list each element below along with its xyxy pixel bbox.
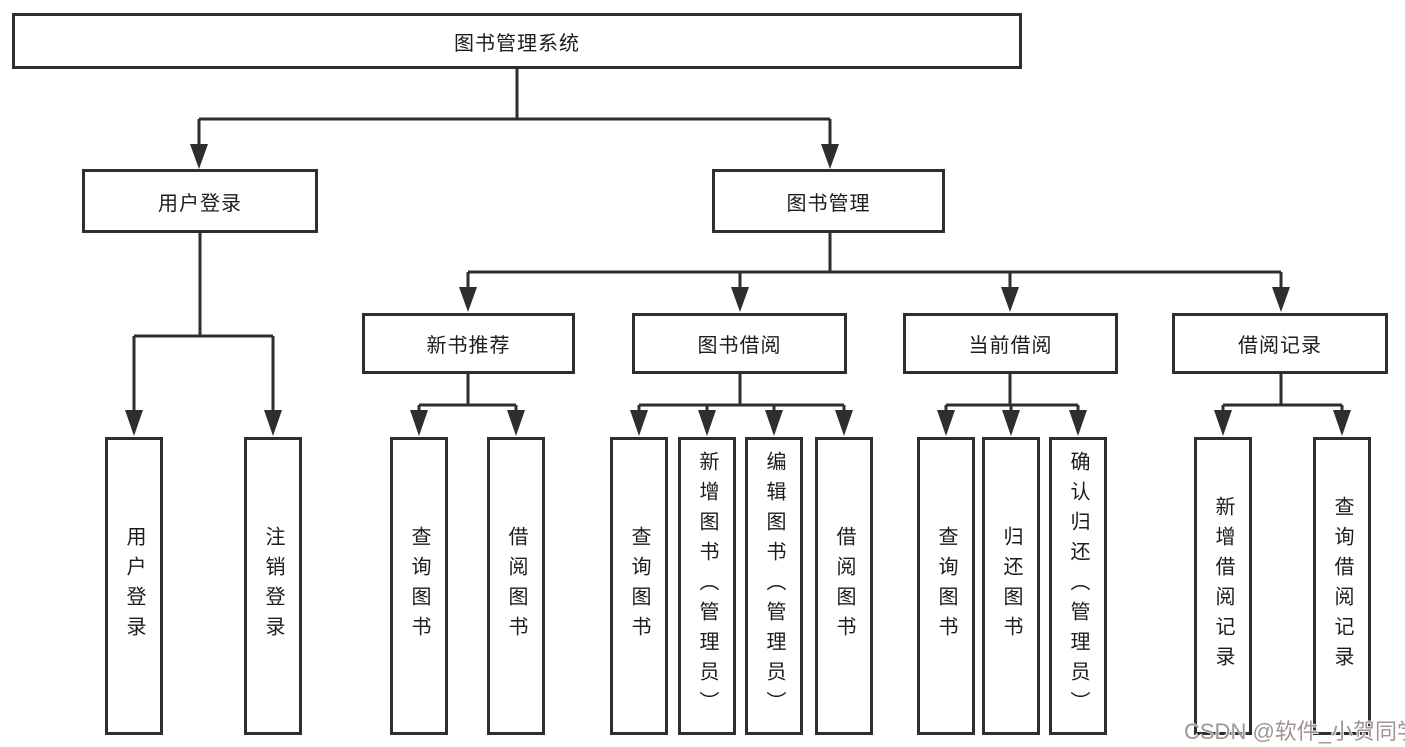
leaf-current-return-books: 归还图书	[982, 437, 1040, 735]
node-current-borrow-label: 当前借阅	[968, 335, 1053, 357]
leaf-newbooks-borrow-books-label: 借阅图书	[505, 526, 527, 646]
leaf-borrow-edit-books-admin-label: 编辑图书（管理员）	[763, 451, 785, 721]
leaf-newbooks-borrow-books: 借阅图书	[487, 437, 545, 735]
node-borrow-records-label: 借阅记录	[1238, 335, 1322, 357]
leaf-borrow-add-books-admin-label: 新增图书（管理员）	[696, 451, 718, 721]
leaf-borrow-borrow-books: 借阅图书	[815, 437, 873, 735]
node-book-borrow: 图书借阅	[632, 313, 847, 374]
leaf-borrow-edit-books-admin: 编辑图书（管理员）	[745, 437, 803, 735]
node-borrow-records: 借阅记录	[1172, 313, 1388, 374]
leaf-current-query-books-label: 查询图书	[935, 526, 957, 646]
leaf-user-login-label: 用户登录	[123, 526, 145, 646]
node-book-borrow-label: 图书借阅	[697, 335, 782, 357]
leaf-current-query-books: 查询图书	[917, 437, 975, 735]
node-root-label: 图书管理系统	[454, 32, 580, 55]
leaf-current-confirm-return-admin: 确认归还（管理员）	[1049, 437, 1107, 735]
node-root-system: 图书管理系统	[12, 13, 1022, 69]
leaf-newbooks-query-books-label: 查询图书	[408, 526, 430, 646]
leaf-current-confirm-return-admin-label: 确认归还（管理员）	[1067, 451, 1089, 721]
leaf-records-query-record-label: 查询借阅记录	[1331, 496, 1353, 676]
leaf-logout: 注销登录	[244, 437, 302, 735]
node-current-borrow: 当前借阅	[903, 313, 1118, 374]
leaf-current-return-books-label: 归还图书	[1000, 526, 1022, 646]
leaf-borrow-query-books: 查询图书	[610, 437, 668, 735]
node-book-management-label: 图书管理	[786, 192, 871, 215]
leaf-borrow-query-books-label: 查询图书	[628, 526, 650, 646]
node-new-book-recommend-label: 新书推荐	[426, 335, 511, 357]
leaf-newbooks-query-books: 查询图书	[390, 437, 448, 735]
node-user-login: 用户登录	[82, 169, 318, 233]
leaf-records-add-record-label: 新增借阅记录	[1212, 496, 1234, 676]
node-new-book-recommend: 新书推荐	[362, 313, 575, 374]
node-user-login-label: 用户登录	[158, 192, 242, 215]
leaf-logout-label: 注销登录	[262, 526, 284, 646]
leaf-borrow-add-books-admin: 新增图书（管理员）	[678, 437, 736, 735]
leaf-records-add-record: 新增借阅记录	[1194, 437, 1252, 735]
csdn-watermark: CSDN @软件_小贺同学	[1184, 719, 1405, 744]
leaf-user-login: 用户登录	[105, 437, 163, 735]
leaf-borrow-borrow-books-label: 借阅图书	[833, 526, 855, 646]
leaf-records-query-record: 查询借阅记录	[1313, 437, 1371, 735]
node-book-management: 图书管理	[712, 169, 945, 233]
